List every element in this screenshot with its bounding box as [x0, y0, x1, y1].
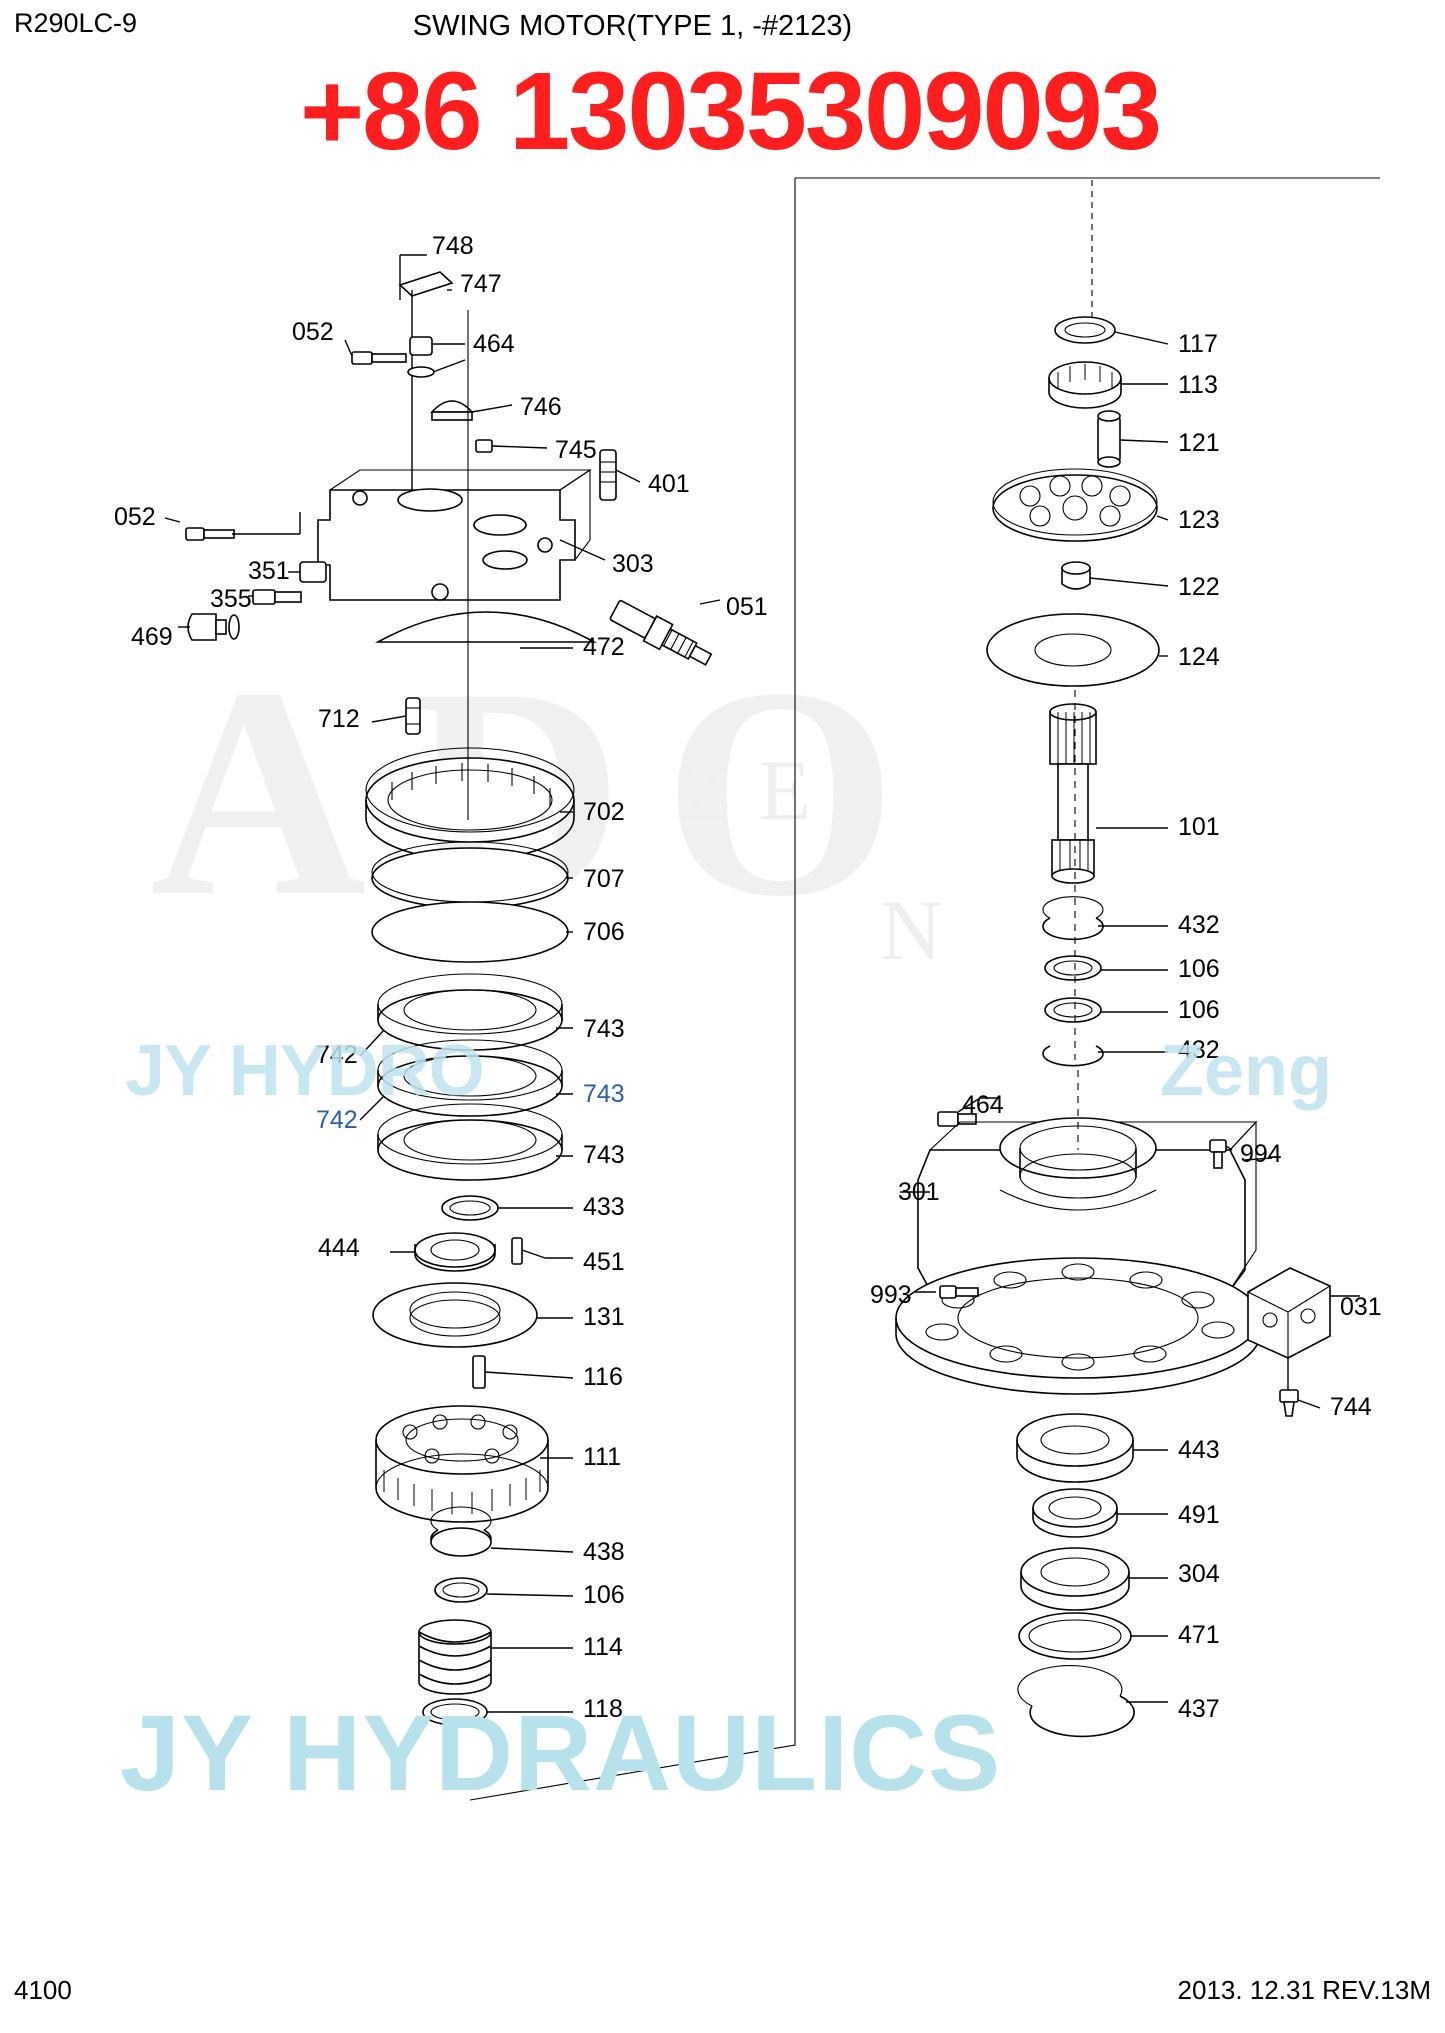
- callout-121: 121: [1178, 429, 1220, 457]
- callout-744: 744: [1330, 1393, 1372, 1421]
- callout-471: 471: [1178, 1621, 1220, 1649]
- callout-443: 443: [1178, 1436, 1220, 1464]
- background-watermark-ze: ZE: [680, 742, 838, 838]
- callout-131: 131: [583, 1303, 625, 1331]
- page-title: SWING MOTOR(TYPE 1, -#2123): [412, 10, 853, 42]
- callout-745: 745: [555, 436, 597, 464]
- callout-702: 702: [583, 798, 625, 826]
- callout-464-upper: 464: [473, 330, 515, 358]
- callout-706: 706: [583, 918, 625, 946]
- callout-444: 444: [318, 1234, 360, 1262]
- callout-748: 748: [432, 232, 474, 260]
- callout-433: 433: [583, 1193, 625, 1221]
- brand-watermark-left: JY HYDRO: [125, 1031, 485, 1111]
- callout-491: 491: [1178, 1501, 1220, 1529]
- callout-707: 707: [583, 865, 625, 893]
- phone-watermark: +86 13035309093: [299, 50, 1162, 173]
- callout-113: 113: [1178, 371, 1218, 399]
- callout-743-c: 743: [583, 1141, 625, 1169]
- callout-437: 437: [1178, 1695, 1220, 1723]
- callout-117: 117: [1178, 330, 1218, 358]
- callout-746: 746: [520, 393, 562, 421]
- callout-116: 116: [583, 1363, 623, 1391]
- callout-432-a: 432: [1178, 911, 1220, 939]
- callout-304: 304: [1178, 1560, 1220, 1588]
- callout-123: 123: [1178, 506, 1220, 534]
- callout-111: 111: [583, 1443, 622, 1471]
- callout-451: 451: [583, 1248, 625, 1276]
- callout-993: 993: [870, 1281, 912, 1309]
- callout-743-a: 743: [583, 1015, 625, 1043]
- callout-747: 747: [460, 270, 502, 298]
- callout-118: 118: [583, 1695, 623, 1723]
- background-watermark-n: N: [880, 882, 943, 978]
- callout-469: 469: [131, 623, 173, 651]
- callout-438: 438: [583, 1538, 625, 1566]
- callout-301: 301: [898, 1178, 940, 1206]
- callout-101: 101: [1178, 813, 1220, 841]
- callout-472: 472: [583, 633, 625, 661]
- callout-355: 355: [210, 585, 252, 613]
- callout-106-right-1: 106: [1178, 955, 1220, 983]
- callout-994: 994: [1240, 1140, 1282, 1168]
- callout-031: 031: [1340, 1293, 1382, 1321]
- callout-052-upper: 052: [292, 318, 334, 346]
- callout-051: 051: [726, 593, 768, 621]
- callout-114: 114: [583, 1633, 623, 1661]
- callout-743-b: 743: [583, 1080, 625, 1108]
- brand-watermark-bottom: JY HYDRAULICS: [120, 1692, 1002, 1813]
- callout-122: 122: [1178, 573, 1220, 601]
- callout-742-b: 742: [316, 1106, 358, 1134]
- callout-464-right: 464: [962, 1091, 1004, 1119]
- sheet-number: 4100: [14, 1975, 72, 2005]
- callout-401: 401: [648, 470, 690, 498]
- callout-351: 351: [248, 557, 290, 585]
- callout-106-right-2: 106: [1178, 996, 1220, 1024]
- brand-watermark-right: Zeng: [1160, 1031, 1332, 1111]
- callout-712: 712: [318, 705, 360, 733]
- model-code: R290LC-9: [14, 8, 138, 38]
- callout-742-a: 742: [316, 1041, 358, 1069]
- callout-432-b: 432: [1178, 1036, 1220, 1064]
- callout-303: 303: [612, 550, 654, 578]
- revision-date: 2013. 12.31 REV.13M: [1177, 1975, 1431, 2005]
- callout-124: 124: [1178, 643, 1220, 671]
- callout-052-lower: 052: [114, 503, 156, 531]
- callout-106-left: 106: [583, 1581, 625, 1609]
